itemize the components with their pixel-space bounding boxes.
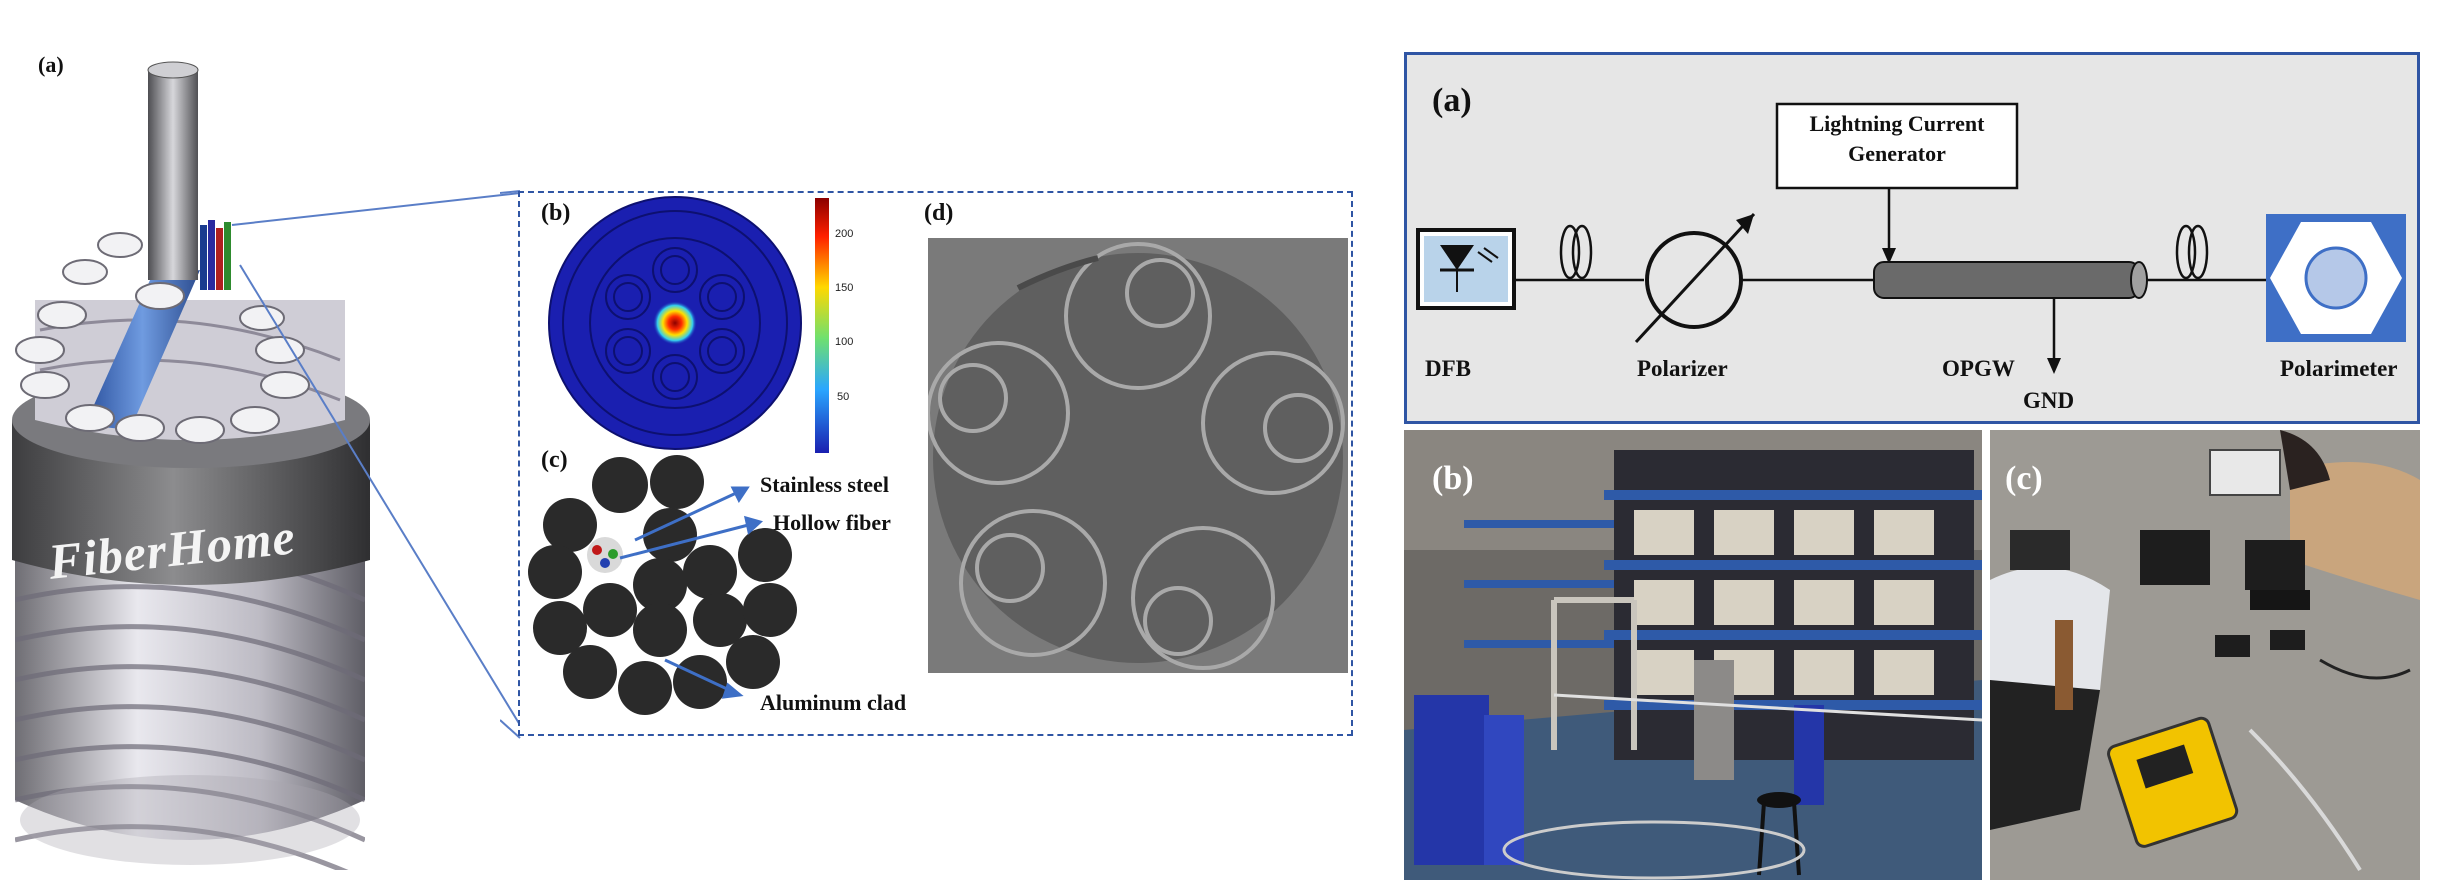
lab-photo-test-facility	[1404, 430, 1982, 880]
annotation-stainless-steel: Stainless steel	[760, 472, 889, 497]
colorbar-tick: 150	[835, 282, 854, 294]
colorbar	[815, 198, 829, 453]
setup-schematic-diagram	[1416, 102, 2406, 374]
gnd-label: GND	[2023, 388, 2075, 413]
cross-section-zoom-box	[518, 191, 1353, 736]
zoom-connector-lines	[500, 190, 521, 739]
fiber-cross-section-micrograph	[928, 238, 1348, 673]
cable-cross-section-schematic	[528, 455, 797, 715]
setup-panel-a-label: (a)	[1432, 82, 1472, 119]
colorbar-tick: 100	[835, 336, 854, 348]
lightning-generator-line-2: Generator	[1848, 141, 1946, 166]
opgw-label: OPGW	[1942, 356, 2015, 381]
polarimeter-label: Polarimeter	[2280, 356, 2398, 381]
annotation-aluminum-clad: Aluminum clad	[760, 690, 907, 715]
annotation-hollow-fiber: Hollow fiber	[773, 510, 891, 535]
dfb-label: DFB	[1425, 356, 1471, 381]
lightning-generator-line-1: Lightning Current	[1809, 111, 1985, 136]
field-photo-fiber-splicing	[1990, 430, 2420, 880]
photo-panel-c-label: (c)	[2005, 460, 2043, 497]
zoom-panel-d-label: (d)	[924, 200, 954, 226]
left-panel-a-label: (a)	[38, 52, 64, 77]
colorbar-tick: 50	[837, 391, 850, 403]
colorbar-tick: 200	[835, 228, 854, 240]
opgw-cable-illustration	[12, 61, 520, 870]
polarizer-label: Polarizer	[1637, 356, 1728, 381]
mode-field-simulation	[548, 196, 802, 450]
zoom-panel-c-label: (c)	[541, 447, 568, 473]
photo-panel-b-label: (b)	[1432, 460, 1474, 497]
zoom-panel-b-label: (b)	[541, 200, 571, 226]
